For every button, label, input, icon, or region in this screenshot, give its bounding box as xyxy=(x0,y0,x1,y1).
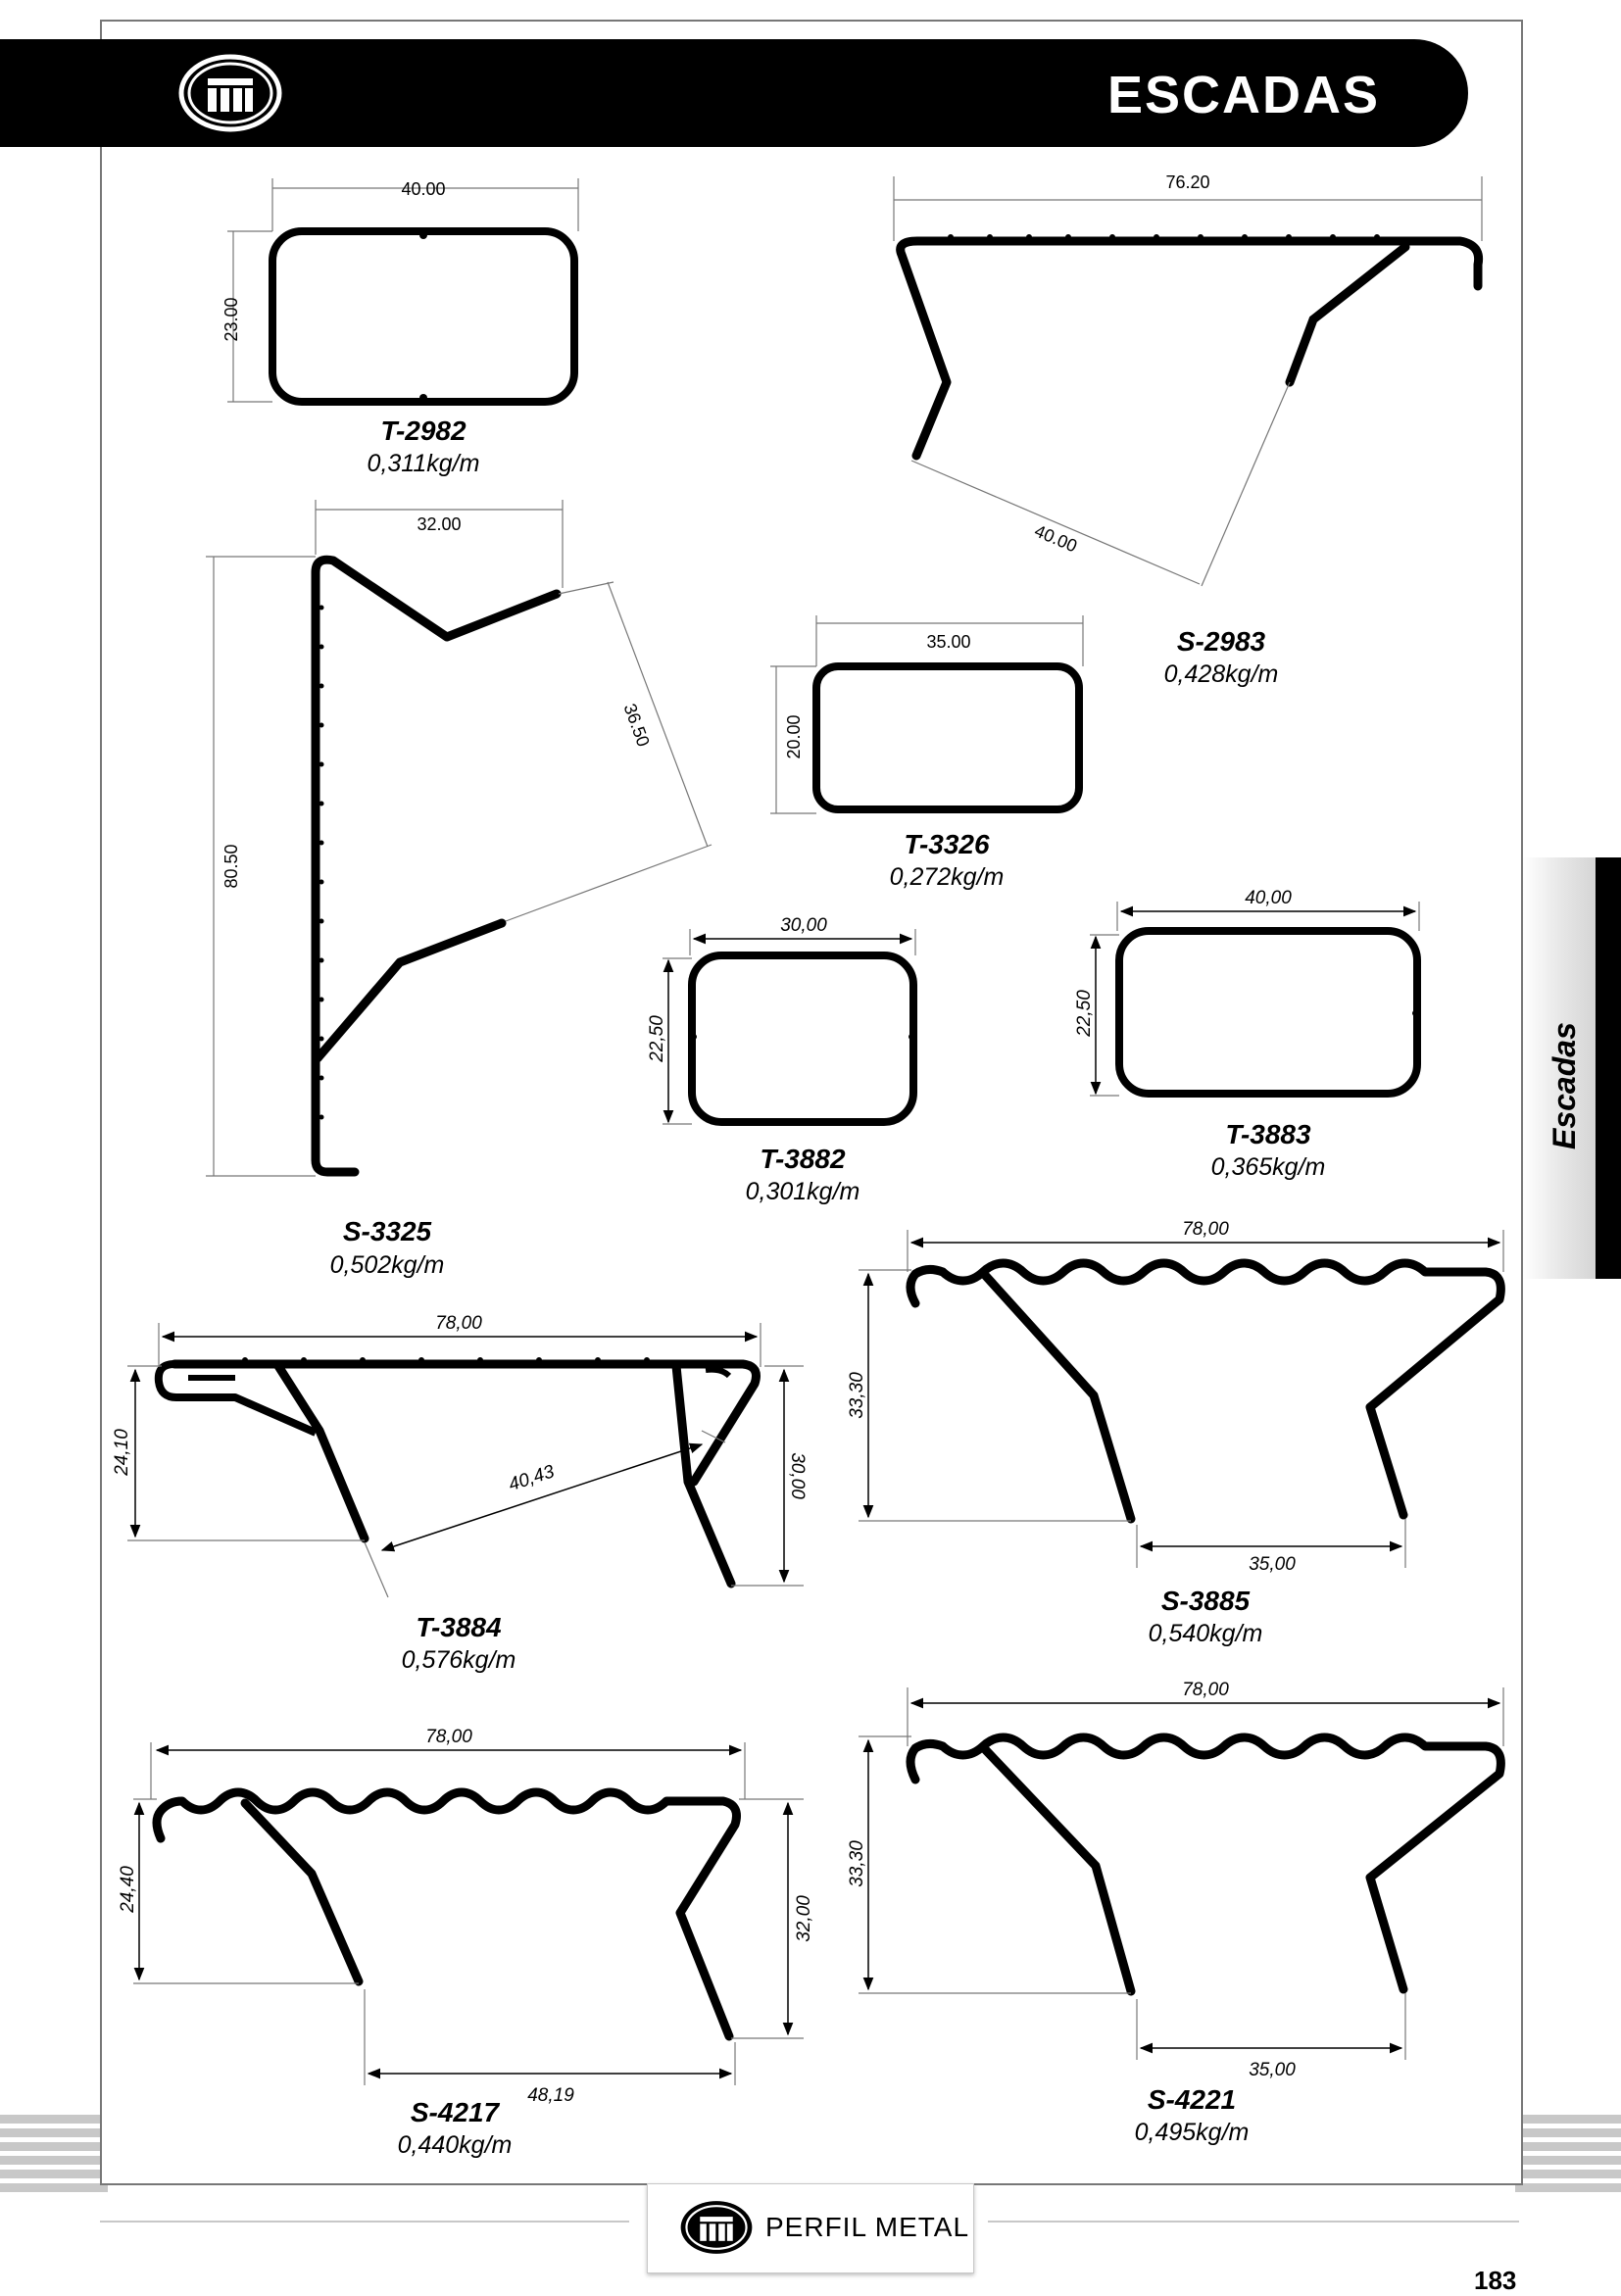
dim-t-3882-height: 22,50 xyxy=(647,1015,667,1063)
caption-s-3885-weight: 0,540kg/m xyxy=(1149,1620,1263,1647)
dim-t-3883-height: 22,50 xyxy=(1074,990,1095,1038)
footer-brand-box: PERFIL METAL xyxy=(647,2183,974,2273)
dim-t-3883-width: 40,00 xyxy=(1245,888,1292,908)
dim-s-3325-diagonal: 36.50 xyxy=(620,701,654,749)
caption-t-3883-weight: 0,365kg/m xyxy=(1211,1153,1326,1181)
dim-s-3325-width: 32.00 xyxy=(417,514,461,534)
dim-t-3326-width: 35.00 xyxy=(926,632,970,652)
profile-t-3883-drawing: 40,00 22,50 xyxy=(1074,888,1421,1098)
dim-s-4221-height: 33,30 xyxy=(847,1840,867,1887)
dim-t-2982-width: 40.00 xyxy=(401,179,445,199)
caption-s-4217-code: S-4217 xyxy=(411,2097,501,2127)
profile-t-3884-drawing: 78,00 24,10 30,00 40,43 xyxy=(112,1313,808,1598)
caption-s-3325-weight: 0,502kg/m xyxy=(330,1251,445,1279)
caption-t-3326-weight: 0,272kg/m xyxy=(890,863,1005,891)
captions: T-2982 0,311kg/m S-2983 0,428kg/m S-3325… xyxy=(330,415,1326,2159)
dim-t-2982-height: 23.00 xyxy=(221,297,241,341)
dim-s-4221-bottom: 35,00 xyxy=(1249,2060,1296,2080)
caption-t-3882-weight: 0,301kg/m xyxy=(746,1178,860,1205)
caption-t-3326-code: T-3326 xyxy=(904,829,990,859)
profile-s-3325-drawing: 32.00 80.50 36.50 xyxy=(206,500,712,1177)
footer-rule-left xyxy=(100,2221,629,2223)
dim-t-3882-width: 30,00 xyxy=(780,915,827,936)
caption-t-3884-weight: 0,576kg/m xyxy=(402,1646,516,1674)
dim-s-3885-bottom: 35,00 xyxy=(1249,1554,1296,1575)
profile-t-3326-drawing: 35.00 20.00 xyxy=(770,615,1084,814)
page-title: ESCADAS xyxy=(1106,66,1380,124)
dim-s-4217-left-height: 24,40 xyxy=(118,1866,138,1914)
side-tab-bar xyxy=(1596,857,1621,1279)
caption-s-2983-weight: 0,428kg/m xyxy=(1164,660,1279,688)
dim-t-3884-diagonal: 40,43 xyxy=(506,1461,557,1495)
caption-t-2982-weight: 0,311kg/m xyxy=(368,450,480,477)
caption-t-3882-code: T-3882 xyxy=(760,1144,846,1174)
footer-brand-name: PERFIL METAL xyxy=(765,2212,970,2242)
footer-logo-icon xyxy=(677,2196,756,2259)
profile-s-4221-drawing: 78,00 33,30 35,00 xyxy=(847,1680,1505,2080)
caption-t-3884-code: T-3884 xyxy=(416,1612,502,1642)
dim-s-4217-bottom: 48,19 xyxy=(527,2085,574,2106)
dim-t-3884-left-height: 24,10 xyxy=(112,1429,132,1477)
caption-s-3885-code: S-3885 xyxy=(1161,1586,1251,1616)
caption-s-4221-weight: 0,495kg/m xyxy=(1135,2119,1250,2146)
dim-t-3884-right-height: 30,00 xyxy=(787,1452,808,1499)
profile-t-3882-drawing: 30,00 22,50 xyxy=(647,915,917,1126)
dim-t-3326-height: 20.00 xyxy=(784,714,804,758)
dim-s-3325-height: 80.50 xyxy=(221,844,241,888)
dim-s-4221-width: 78,00 xyxy=(1182,1680,1229,1700)
dim-t-3884-width: 78,00 xyxy=(435,1313,482,1334)
page-number: 183 xyxy=(1474,2266,1517,2295)
dim-s-3885-width: 78,00 xyxy=(1182,1219,1229,1240)
profile-s-3885-drawing: 78,00 33,30 35,00 xyxy=(847,1219,1505,1575)
dim-s-3885-height: 33,30 xyxy=(847,1372,867,1419)
caption-s-4217-weight: 0,440kg/m xyxy=(398,2131,513,2159)
caption-s-4221-code: S-4221 xyxy=(1148,2084,1236,2115)
brand-logo-icon xyxy=(176,51,284,135)
dim-s-2983-diagonal: 40.00 xyxy=(1032,520,1080,556)
profile-s-2983-drawing: 76.20 40.00 xyxy=(893,172,1484,587)
side-index-tab: Escadas xyxy=(1523,857,1621,1279)
dim-s-4217-right-height: 32,00 xyxy=(794,1895,814,1942)
dim-s-4217-width: 78,00 xyxy=(425,1727,472,1747)
caption-s-3325-code: S-3325 xyxy=(343,1216,432,1246)
dim-s-2983-width: 76.20 xyxy=(1165,172,1209,192)
profile-t-2982-drawing: 40.00 23.00 xyxy=(221,178,579,406)
caption-s-2983-code: S-2983 xyxy=(1177,626,1266,657)
footer-rule-right xyxy=(988,2221,1519,2223)
caption-t-3883-code: T-3883 xyxy=(1225,1119,1311,1149)
profile-s-4217-drawing: 78,00 24,40 32,00 48,19 xyxy=(118,1727,814,2106)
caption-t-2982-code: T-2982 xyxy=(380,415,467,446)
